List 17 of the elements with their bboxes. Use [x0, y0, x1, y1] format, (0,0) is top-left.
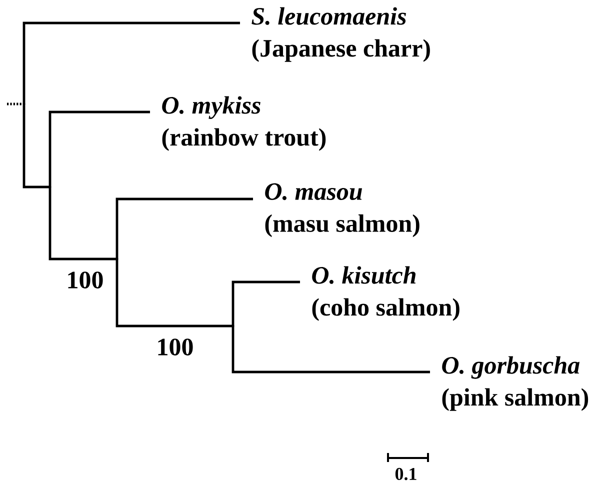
- tree-branch: [232, 280, 300, 326]
- edge-label: 100: [158, 338, 193, 356]
- taxon-label: O. mykiss (rainbow trout): [162, 96, 326, 151]
- scale-label: 0.1: [395, 468, 416, 480]
- tree-branch: [48, 110, 150, 187]
- tree-branch: [116, 259, 233, 328]
- edge-label: 100: [68, 272, 103, 288]
- taxon-label: O. kisutch (coho salmon): [312, 266, 460, 321]
- taxon-label: O. masou (masu salmon): [265, 183, 420, 238]
- tree-branch: [232, 326, 430, 374]
- tree-branch: [116, 198, 253, 259]
- tree-branch: [22, 104, 50, 188]
- taxon-label: O. gorbuscha (pink salmon): [442, 356, 588, 411]
- root-stub: [7, 102, 24, 106]
- tree-branch: [22, 22, 240, 104]
- tree-branch: [48, 187, 117, 260]
- taxon-label: S. leucomaenis (Japanese charr): [252, 7, 430, 62]
